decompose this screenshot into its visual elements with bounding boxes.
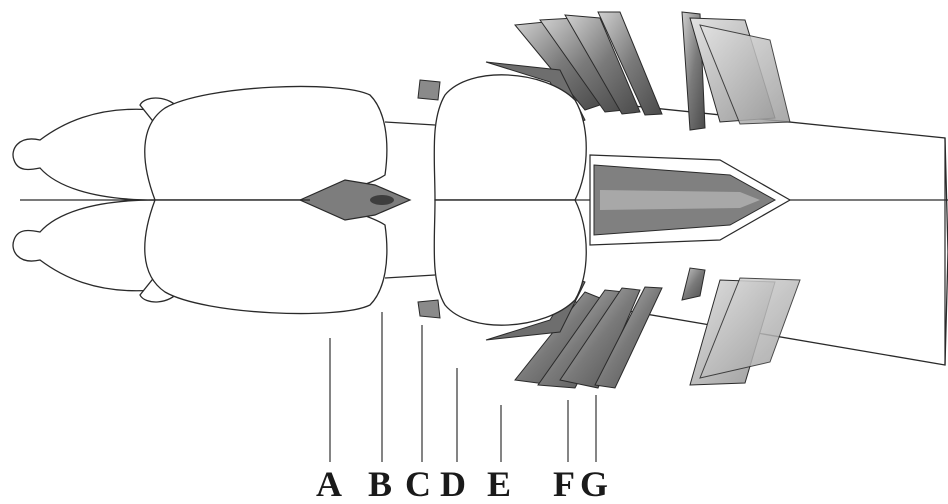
label-f: F (553, 466, 575, 502)
label-a: A (316, 466, 342, 502)
label-e: E (487, 466, 511, 502)
label-c: C (405, 466, 431, 502)
label-d: D (440, 466, 466, 502)
label-b: B (368, 466, 392, 502)
optic-tectum (434, 75, 586, 325)
label-g: G (580, 466, 608, 502)
